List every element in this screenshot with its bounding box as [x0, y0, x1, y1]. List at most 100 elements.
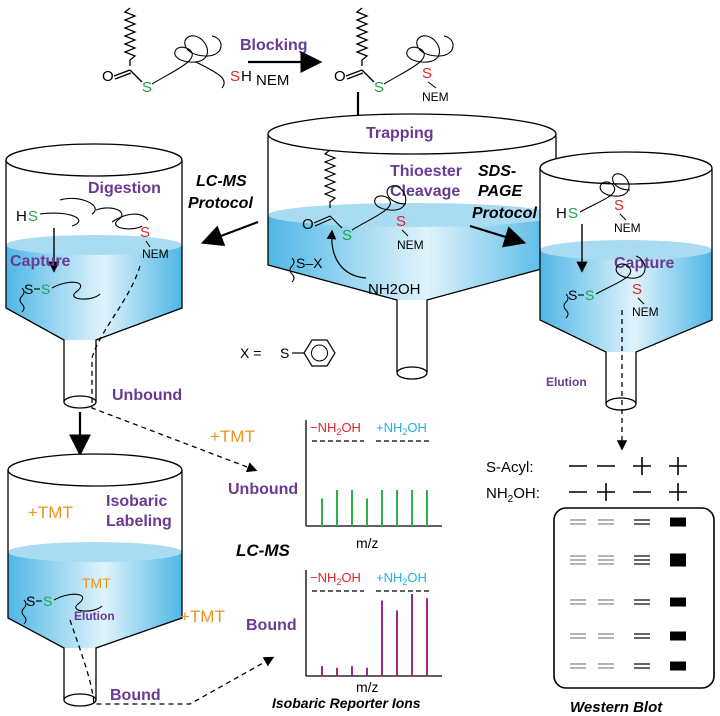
free-thiol-s: S — [230, 68, 240, 85]
spectrum-bound-plus: +NH2OH — [376, 570, 427, 587]
svg-text:S: S — [24, 281, 33, 297]
sds-protein-free: H S S NEM — [556, 173, 641, 273]
svg-text:S: S — [568, 287, 577, 303]
bound-path-label: Bound — [110, 687, 161, 704]
blot-band — [670, 631, 686, 637]
blot-band — [670, 597, 686, 603]
blot-band — [670, 553, 686, 559]
blot-band — [670, 521, 686, 527]
nucleophile-arrow — [326, 229, 367, 279]
thioester-s-right: S — [374, 79, 384, 96]
digestion-label: Digestion — [88, 180, 161, 197]
free-thiol-h: H — [241, 68, 252, 85]
blot-band — [670, 601, 686, 607]
blot-band — [670, 557, 686, 563]
captured-peptide-left: S S — [19, 281, 101, 313]
digestion-fragments: H S S NEM — [16, 197, 169, 273]
lcms-arrow — [200, 220, 259, 247]
svg-text:m/z: m/z — [356, 679, 379, 695]
svg-text:NEM: NEM — [614, 221, 641, 235]
svg-text:H: H — [556, 205, 567, 222]
nem-adduct-top: NEM — [422, 90, 449, 104]
lcms-label: LC-MS — [236, 541, 290, 560]
western-blot-header: S-Acyl: NH2OH: — [486, 457, 687, 505]
svg-text:S: S — [280, 345, 289, 361]
bound-spectrum-label: Bound — [246, 617, 297, 634]
svg-text:NEM: NEM — [142, 247, 169, 261]
trapping-molecule: O S S NEM S–X NH2OH — [289, 149, 424, 298]
svg-text:S: S — [28, 208, 38, 225]
western-blot-membrane — [553, 507, 715, 689]
unbound-dashed-path — [91, 265, 258, 473]
svg-text:S: S — [568, 205, 578, 222]
svg-text:X =: X = — [240, 345, 261, 361]
plus-tmt-unbound: +TMT — [210, 427, 255, 446]
blot-band — [670, 661, 686, 667]
svg-text:S: S — [396, 213, 406, 230]
sds-protocol-label-3: Protocol — [472, 205, 537, 222]
unbound-path-label: Unbound — [112, 387, 182, 404]
reporter-ions-label: Isobaric Reporter Ions — [272, 695, 421, 711]
spectrum-unbound-bars — [321, 490, 428, 526]
thioester-label-1: Thioester — [390, 163, 462, 180]
unbound-spectrum-label: Unbound — [228, 481, 298, 498]
lipid-chain-left — [123, 7, 137, 66]
western-blot-label: Western Blot — [570, 699, 663, 716]
western-blot-bands — [570, 517, 686, 671]
s-acyl-label: S-Acyl: — [486, 459, 534, 476]
sds-protocol-label-2: PAGE — [478, 183, 523, 200]
labeling-vessel — [7, 453, 183, 707]
elution-label-left: Elution — [74, 609, 115, 623]
spectrum-unbound: −NH2OH +NH2OH m/z — [305, 420, 442, 551]
svg-text:NEM: NEM — [397, 238, 424, 252]
nh2oh-row-label: NH2OH: — [486, 485, 540, 505]
svg-text:NEM: NEM — [632, 305, 659, 319]
svg-text:S–X: S–X — [296, 255, 323, 271]
svg-text:NH2OH: NH2OH — [368, 281, 421, 298]
svg-text:m/z: m/z — [356, 535, 379, 551]
thioester-s-left: S — [142, 79, 152, 96]
lcms-protocol-label-1: LC-MS — [196, 173, 247, 190]
blot-band — [670, 561, 686, 567]
bound-dashed-path — [69, 619, 275, 705]
sds-vessel — [539, 151, 713, 411]
trapping-label: Trapping — [366, 125, 434, 142]
capture-label-left: Capture — [10, 253, 71, 270]
blocking-label: Blocking — [240, 37, 308, 54]
carbonyl-o-right: O — [334, 68, 346, 85]
svg-text:S: S — [632, 281, 642, 298]
blot-band — [670, 665, 686, 671]
spectrum-bound-minus: −NH2OH — [310, 570, 361, 587]
elution-label-right: Elution — [546, 375, 587, 389]
pyridyl-definition: X = S — [240, 339, 336, 367]
lipid-chain-right — [355, 7, 369, 66]
labeled-peptide: S S TMT — [21, 575, 111, 625]
svg-text:TMT: TMT — [82, 575, 111, 591]
spectrum-unbound-plus: +NH2OH — [376, 420, 427, 437]
svg-text:O: O — [302, 216, 314, 233]
spectrum-bound-bars — [321, 594, 428, 676]
spectrum-bound: −NH2OH +NH2OH m/z — [305, 570, 442, 695]
sds-protein-captured: S S S NEM — [563, 255, 659, 319]
pyridine-ring — [303, 339, 336, 367]
digestion-vessel — [5, 143, 183, 409]
svg-text:S: S — [26, 593, 35, 609]
plus-tmt-labeling: +TMT — [28, 503, 73, 522]
plus-tmt-bound: +TMT — [180, 607, 225, 626]
spectrum-unbound-minus: −NH2OH — [310, 420, 361, 437]
lcms-protocol-label-2: Protocol — [188, 195, 253, 212]
thioester-label-2: Cleavage — [390, 183, 460, 200]
svg-text:S: S — [43, 593, 52, 609]
svg-text:H: H — [16, 208, 27, 225]
sds-arrow — [469, 224, 527, 248]
svg-text:S: S — [140, 224, 150, 241]
protein-coil-left — [151, 35, 222, 85]
isobaric-label-2: Labeling — [106, 513, 172, 530]
svg-text:S: S — [342, 227, 352, 244]
isobaric-label-1: Isobaric — [106, 493, 167, 510]
nem-reagent: NEM — [256, 72, 289, 89]
sds-protocol-label-1: SDS- — [478, 163, 516, 180]
svg-text:S: S — [585, 287, 594, 303]
carbonyl-o-left: O — [102, 68, 114, 85]
